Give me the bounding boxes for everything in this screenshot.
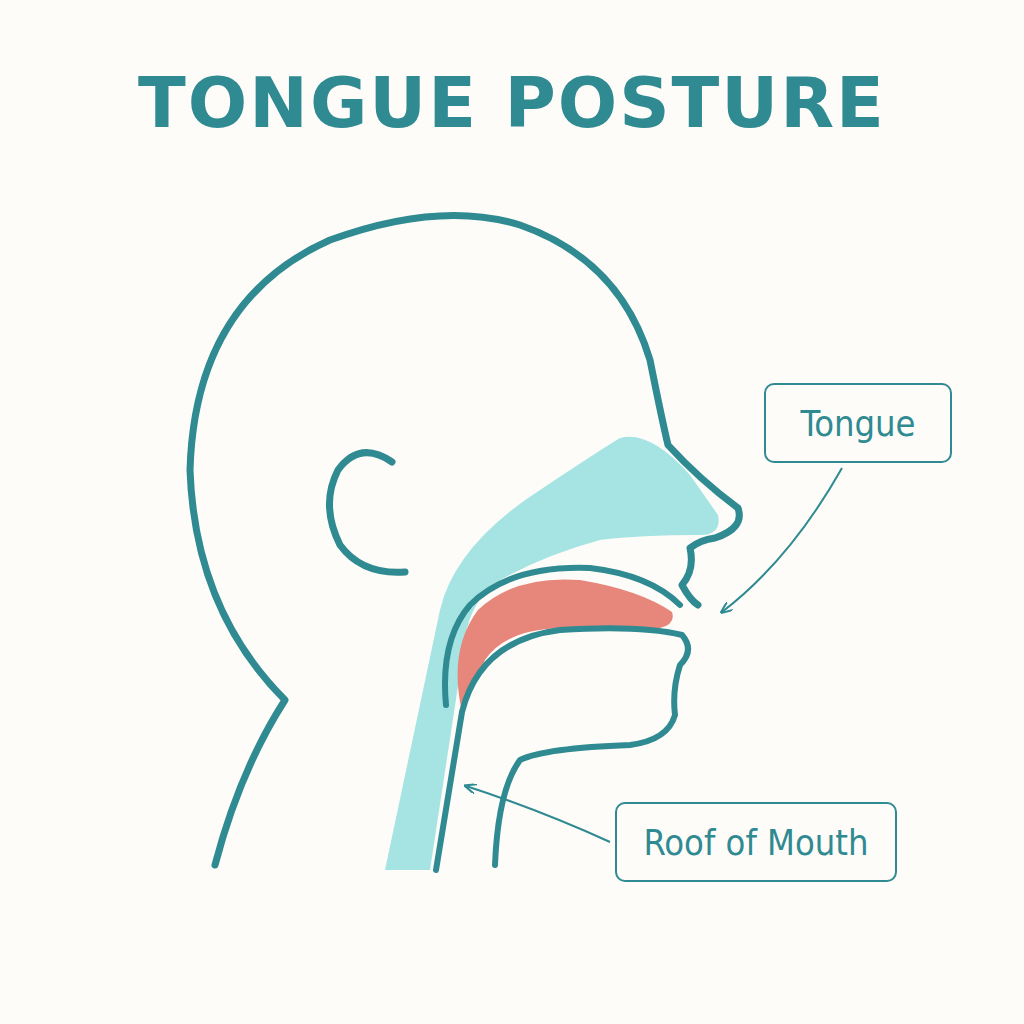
callout-label: Roof of Mouth — [643, 822, 868, 863]
callout-box: Roof of Mouth — [615, 802, 897, 882]
palate-line — [445, 568, 680, 705]
callout-box: Tongue — [764, 383, 952, 463]
ear — [329, 453, 405, 573]
leader-arrow — [466, 786, 610, 842]
callout-label: Tongue — [800, 403, 915, 444]
tongue-shape — [458, 579, 673, 712]
title: TONGUE POSTURE — [0, 62, 1024, 144]
leader-arrow — [722, 468, 842, 612]
head-outline — [190, 215, 739, 865]
